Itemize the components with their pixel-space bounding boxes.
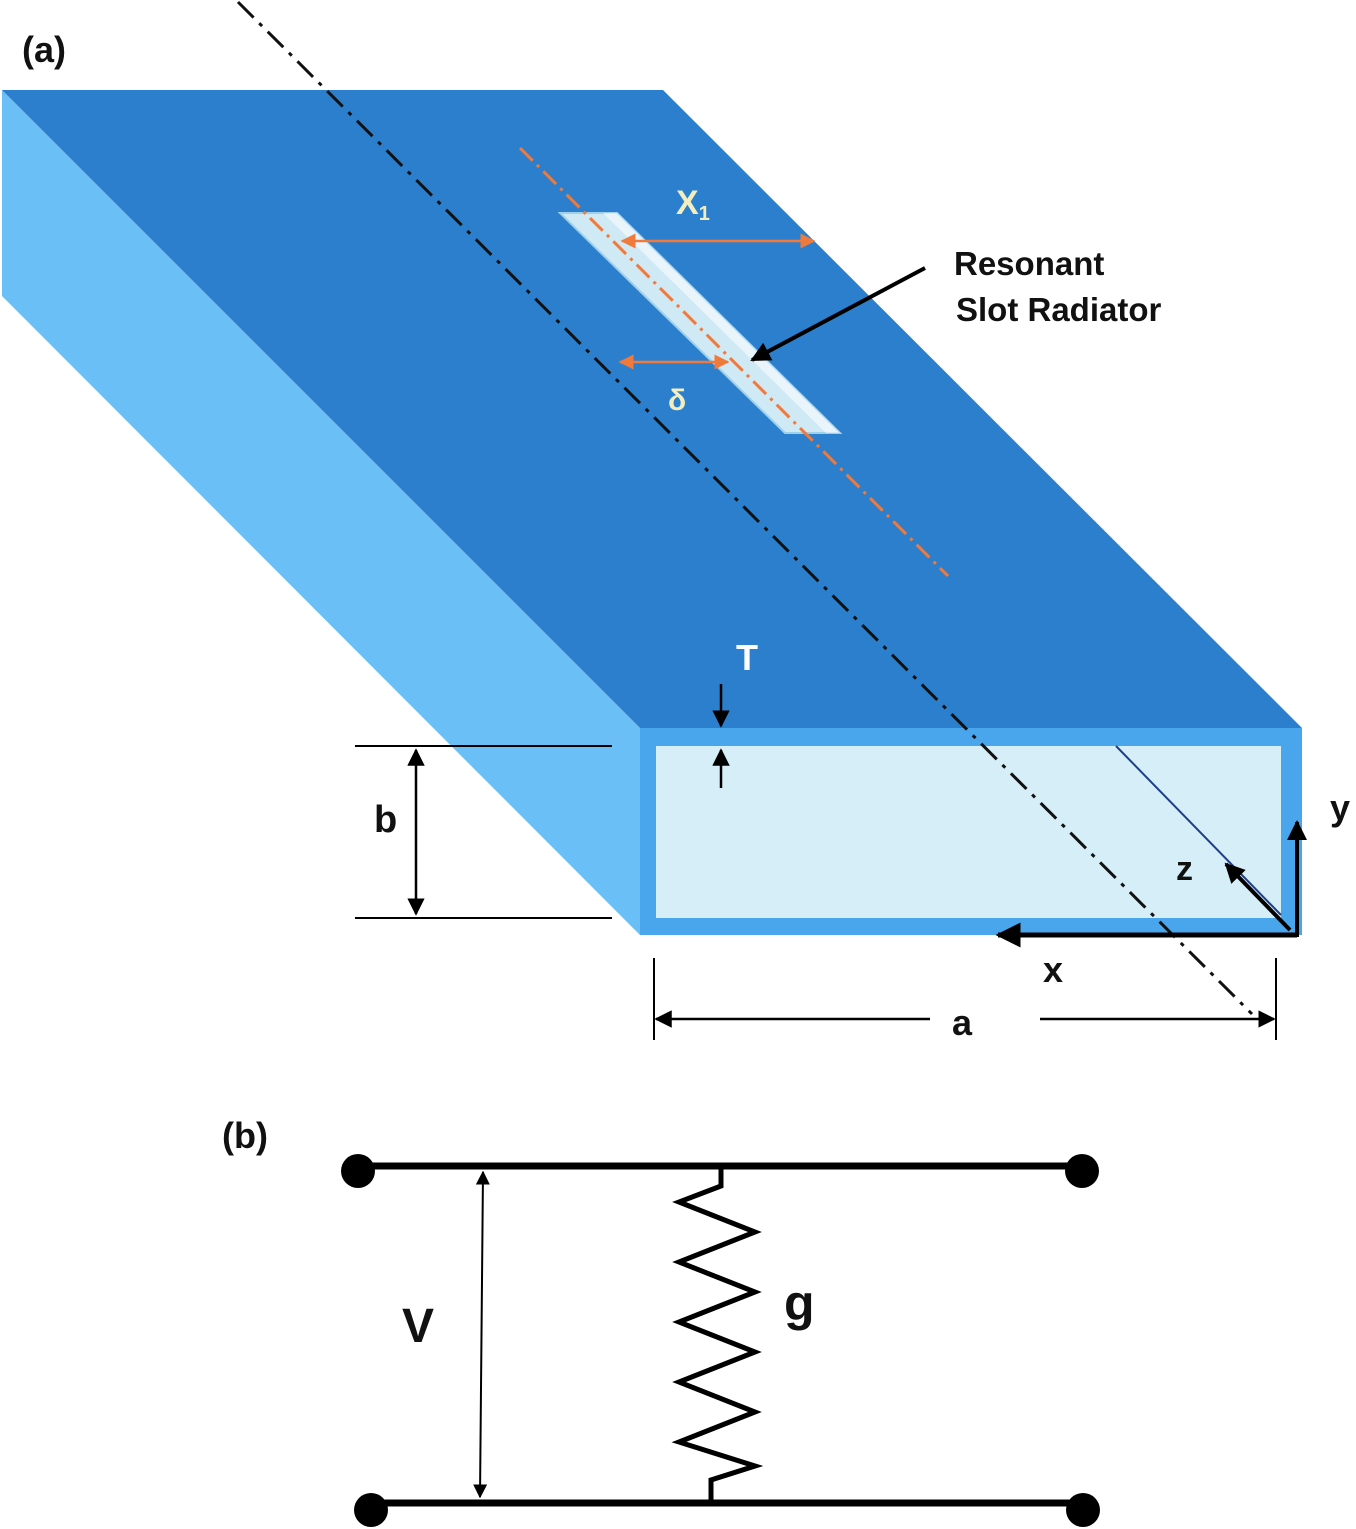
slot-callout-line2: Slot Radiator <box>956 291 1162 328</box>
height-label: b <box>374 799 397 841</box>
panel-a: (a) X1 δ Resonant Slot Radiator <box>2 0 1350 1043</box>
shunt-conductance-resistor <box>671 1168 764 1503</box>
voltage-arrow <box>473 1170 490 1499</box>
slot-callout-pointer <box>750 266 926 362</box>
axis-z-label: z <box>1176 850 1193 888</box>
x1-label: X1 <box>676 184 710 225</box>
slot-centerline <box>518 146 950 578</box>
terminal-bottom-right <box>1066 1493 1100 1527</box>
delta-label: δ <box>668 384 686 417</box>
thickness-label: T <box>736 637 758 678</box>
waveguide-top-face <box>2 90 1302 728</box>
axis-x-label: x <box>1043 949 1063 990</box>
voltage-label: V <box>402 1300 434 1353</box>
slot-callout-line1: Resonant <box>954 245 1104 282</box>
terminal-top-right <box>1065 1154 1099 1188</box>
waveguide-side-face <box>2 90 640 935</box>
width-label: a <box>952 1002 973 1043</box>
panel-b-label: (b) <box>222 1115 268 1156</box>
conductance-label: g <box>784 1275 815 1331</box>
panel-a-label: (a) <box>22 29 66 70</box>
terminal-bottom-left <box>354 1493 388 1527</box>
waveguide-interior <box>656 746 1281 918</box>
interior-edge-line <box>1115 745 1282 916</box>
axis-y-label: y <box>1330 787 1350 828</box>
terminal-top-left <box>341 1154 375 1188</box>
axis-z-arrow <box>1224 862 1292 932</box>
panel-b: (b) V g <box>222 1115 1100 1527</box>
waveguide-centerline <box>236 0 1254 1016</box>
